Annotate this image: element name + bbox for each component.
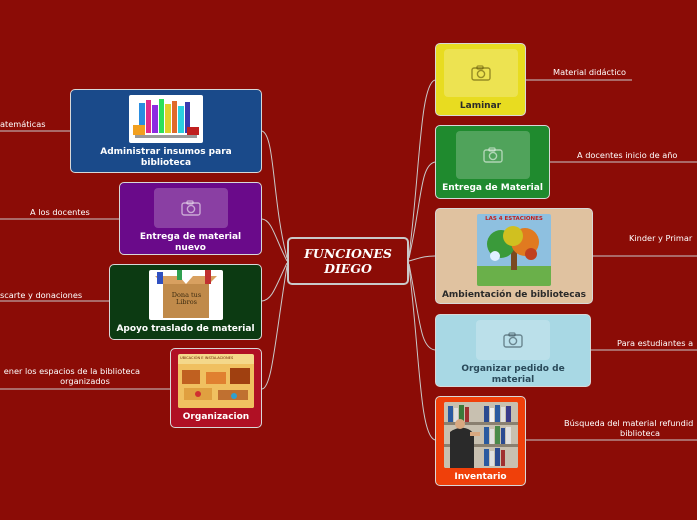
camera-icon: [482, 147, 503, 163]
donation-box-image: Dona tus Libros: [148, 270, 223, 320]
node-label: Inventario: [454, 472, 507, 482]
camera-icon: [180, 200, 201, 216]
connector-left-1: [261, 130, 288, 259]
connector-right-1: [408, 79, 436, 257]
donation-sign: Dona tus Libros: [171, 291, 202, 306]
node-label: Apoyo traslado de material: [116, 324, 255, 334]
image-placeholder: [443, 49, 518, 97]
connector-right-5: [408, 265, 436, 441]
node-inventario[interactable]: Inventario: [435, 396, 526, 486]
library-spaces-caption: UBICACIÓN E INSTALACIONES: [180, 356, 234, 360]
central-topic-line2: DIEGO: [324, 261, 372, 276]
node-label: Entrega de material nuevo: [139, 232, 242, 253]
note-left-4-line1: ener los espacios de la biblioteca: [3, 366, 140, 376]
note-right-5: Búsqueda del material refundid bibliotec…: [564, 418, 697, 438]
image-placeholder: [153, 188, 228, 228]
note-left-4: ener los espacios de la biblioteca organ…: [0, 366, 140, 386]
node-label: Ambientación de bibliotecas: [441, 290, 587, 300]
camera-icon: [470, 65, 491, 81]
node-label: Organizar pedido de material: [461, 364, 565, 385]
note-right-3: Kinder y Primar: [629, 233, 693, 243]
camera-icon: [503, 332, 523, 348]
node-entrega-material-nuevo[interactable]: Entrega de material nuevo: [119, 182, 262, 255]
node-label: Organizacion: [182, 412, 250, 422]
node-label: Administrar insumos para biblioteca: [100, 147, 232, 168]
connector-right-4: [408, 263, 436, 351]
note-right-4: Para estudiantes a: [617, 338, 694, 348]
image-placeholder: [476, 320, 550, 360]
bookshelf-image: [443, 402, 518, 468]
library-spaces-image: UBICACIÓN E INSTALACIONES: [178, 354, 254, 408]
note-right-2: A docentes inicio de año: [577, 150, 678, 160]
connector-left-3: [261, 262, 288, 302]
book-title: LAS 4 ESTACIONES: [485, 216, 543, 222]
note-right-5-line1: Búsqueda del material refundid: [564, 418, 694, 428]
node-label: Entrega de Material: [442, 183, 543, 193]
note-right-1: Material didáctico: [553, 67, 627, 77]
image-placeholder: [455, 131, 530, 179]
connector-right-2: [408, 161, 436, 259]
connector-left-2: [261, 218, 288, 262]
node-label: Laminar: [459, 101, 502, 111]
connector-right-3: [408, 255, 436, 262]
node-apoyo-traslado[interactable]: Dona tus Libros Apoyo traslado de materi…: [109, 264, 262, 340]
four-seasons-book-image: LAS 4 ESTACIONES: [477, 214, 551, 286]
node-entrega-material[interactable]: Entrega de Material: [435, 125, 550, 199]
supplies-image: [129, 95, 203, 143]
node-organizacion[interactable]: UBICACIÓN E INSTALACIONES Organizacion: [170, 348, 262, 428]
node-administrar-insumos[interactable]: Administrar insumos para biblioteca: [70, 89, 262, 173]
node-organizar-pedido[interactable]: Organizar pedido de material: [435, 314, 591, 387]
connector-left-4: [261, 265, 288, 390]
central-topic[interactable]: FUNCIONES DIEGO: [287, 237, 409, 285]
note-right-5-line2: biblioteca: [620, 428, 660, 438]
note-left-1: atemáticas: [0, 119, 46, 129]
node-laminar[interactable]: Laminar: [435, 43, 526, 116]
node-ambientacion[interactable]: LAS 4 ESTACIONES Ambientación de bibliot…: [435, 208, 593, 304]
note-left-2: A los docentes: [30, 207, 90, 217]
central-topic-line1: FUNCIONES: [304, 246, 392, 261]
note-left-4-line2: organizados: [60, 376, 110, 386]
note-left-3: scarte y donaciones: [0, 290, 83, 300]
